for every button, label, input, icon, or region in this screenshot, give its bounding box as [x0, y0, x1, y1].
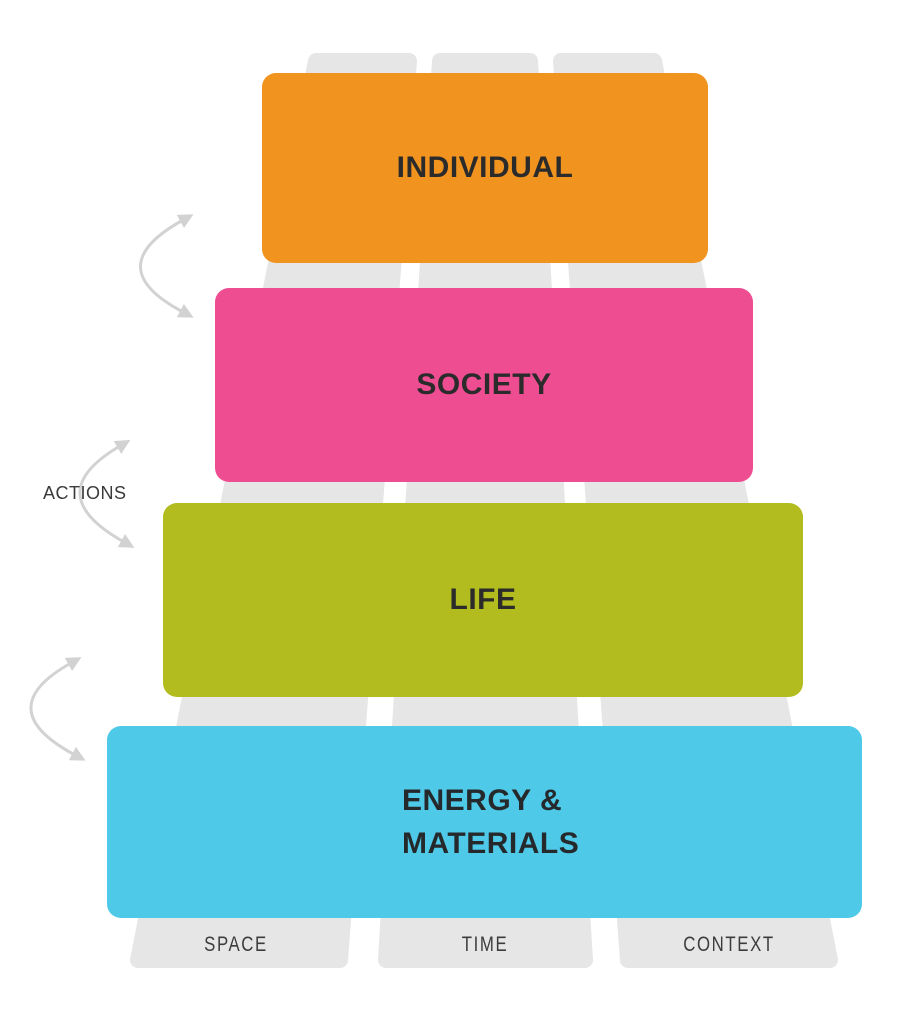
level-block-life: LIFE — [163, 503, 803, 697]
energy-label-line1: ENERGY & — [402, 784, 563, 817]
level-label-life: LIFE — [449, 583, 517, 616]
curved-arrow-icon-society-life — [78, 439, 135, 548]
level-label-society: SOCIETY — [416, 368, 552, 401]
curved-arrow-icon-individual-society — [139, 214, 194, 318]
level-label-energy-materials: ENERGY & MATERIALS — [402, 779, 579, 865]
pillar-label-context: CONTEXT — [683, 933, 775, 956]
level-label-individual: INDIVIDUAL — [396, 151, 574, 184]
level-block-energy-materials — [107, 726, 862, 918]
actions-label: ACTIONS — [43, 483, 127, 503]
curved-arrow-icon-life-energy — [29, 657, 86, 761]
energy-label-line2: MATERIALS — [402, 827, 580, 860]
level-block-society: SOCIETY — [215, 288, 753, 482]
pillar-label-time: TIME — [461, 933, 509, 956]
pillar-label-space: SPACE — [204, 933, 268, 956]
level-block-individual: INDIVIDUAL — [262, 73, 708, 263]
